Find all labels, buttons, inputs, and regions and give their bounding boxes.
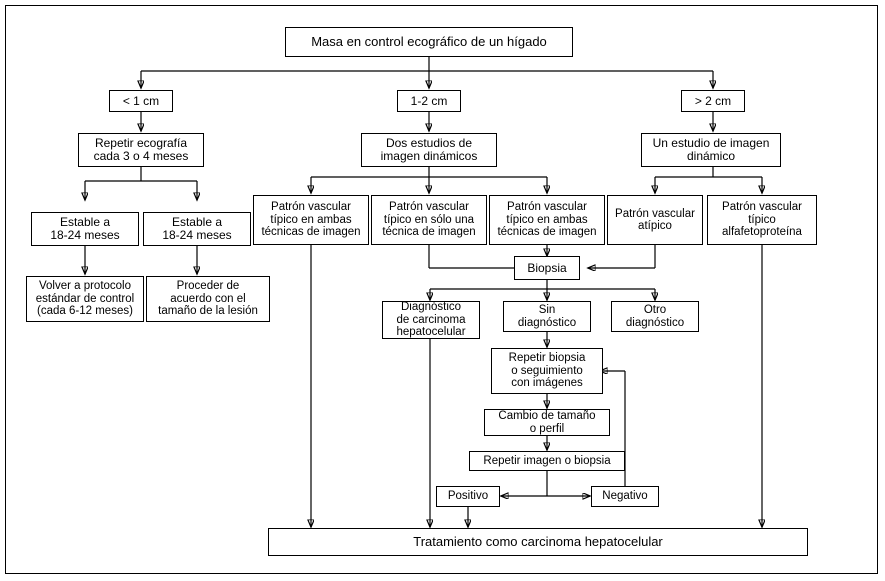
node-repetir-ecografia[interactable]: Repetir ecografía cada 3 o 4 meses xyxy=(78,133,204,167)
diagram-border xyxy=(5,5,878,574)
node-patron-ambas-b[interactable]: Patrón vascular típico en ambas técnicas… xyxy=(489,195,605,245)
node-volver-protocolo[interactable]: Volver a protocolo estándar de control (… xyxy=(26,276,144,322)
node-repetir-imagen-biopsia[interactable]: Repetir imagen o biopsia xyxy=(469,451,625,471)
node-patron-solo-una[interactable]: Patrón vascular típico en sólo una técni… xyxy=(371,195,487,245)
node-estable-derecha[interactable]: Estable a 18-24 meses xyxy=(143,212,251,246)
node-diagnostico-hcc[interactable]: Diagnóstico de carcinoma hepatocelular xyxy=(382,301,480,339)
node-biopsia[interactable]: Biopsia xyxy=(514,256,580,280)
node-patron-alfafetoproteina[interactable]: Patrón vascular típico alfafetoproteína xyxy=(707,195,817,245)
node-otro-diagnostico[interactable]: Otro diagnóstico xyxy=(611,301,699,332)
node-size-large[interactable]: > 2 cm xyxy=(681,90,745,112)
node-proceder-tamano[interactable]: Proceder de acuerdo con el tamaño de la … xyxy=(146,276,270,322)
node-positivo[interactable]: Positivo xyxy=(436,486,500,507)
node-size-mid[interactable]: 1-2 cm xyxy=(397,90,461,112)
node-patron-ambas-a[interactable]: Patrón vascular típico en ambas técnicas… xyxy=(253,195,369,245)
node-cambio-tamano[interactable]: Cambio de tamaño o perfil xyxy=(484,409,610,436)
node-repetir-biopsia[interactable]: Repetir biopsia o seguimiento con imágen… xyxy=(491,348,603,394)
node-patron-atipico[interactable]: Patrón vascular atípico xyxy=(607,195,703,245)
node-negativo[interactable]: Negativo xyxy=(591,486,659,507)
node-size-small[interactable]: < 1 cm xyxy=(109,90,173,112)
node-dos-estudios[interactable]: Dos estudios de imagen dinámicos xyxy=(361,133,497,167)
node-estable-izquierda[interactable]: Estable a 18-24 meses xyxy=(31,212,139,246)
node-tratamiento[interactable]: Tratamiento como carcinoma hepatocelular xyxy=(268,528,808,556)
node-un-estudio[interactable]: Un estudio de imagen dinámico xyxy=(641,133,781,167)
node-sin-diagnostico[interactable]: Sin diagnóstico xyxy=(503,301,591,332)
node-root[interactable]: Masa en control ecográfico de un hígado xyxy=(285,27,573,57)
